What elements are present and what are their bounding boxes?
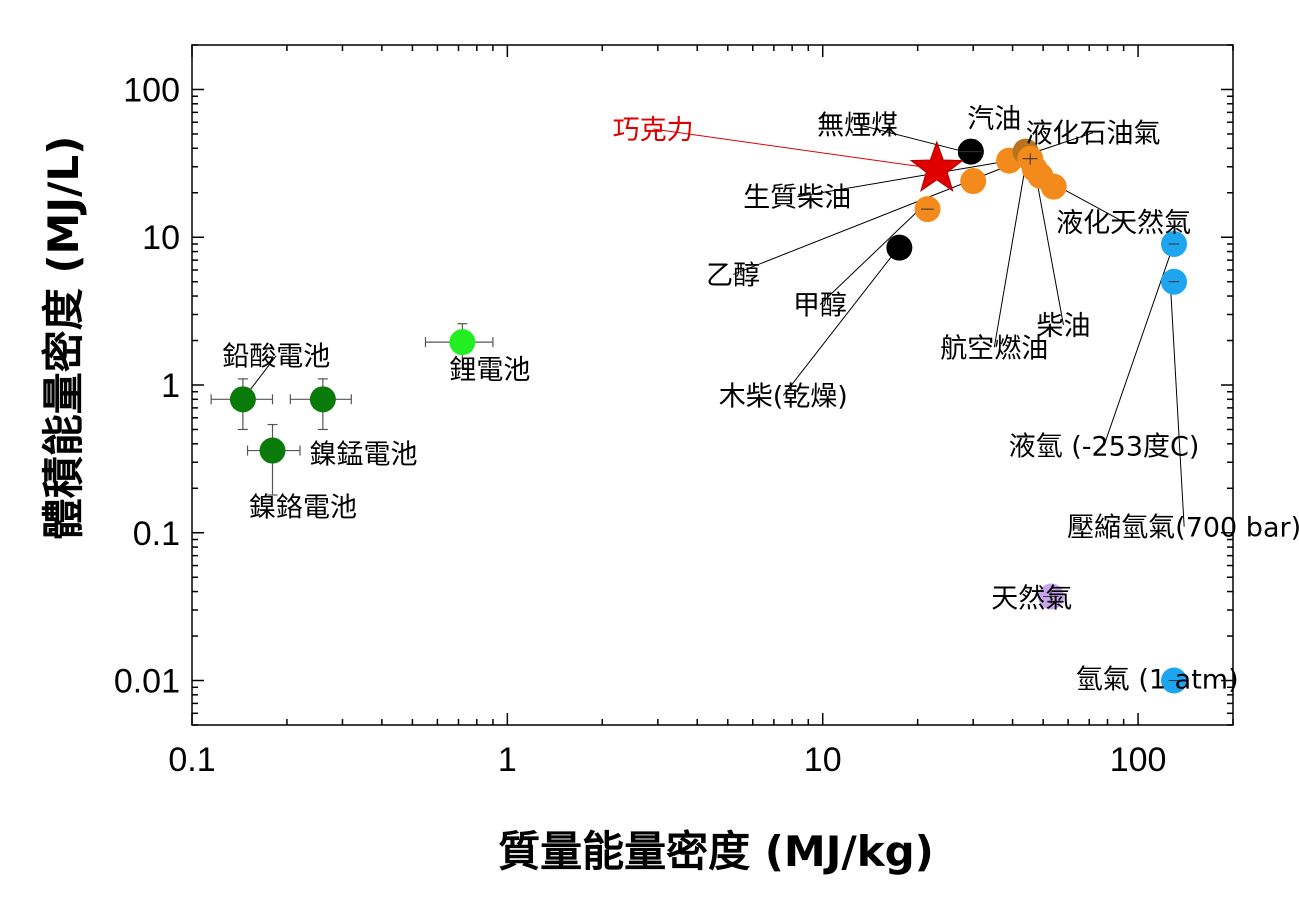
annotation-label: 木柴(乾燥) bbox=[719, 381, 848, 412]
y-axis-title: 體積能量密度 (MJ/L) bbox=[39, 136, 88, 541]
annotation-label: 航空燃油 bbox=[940, 333, 1048, 364]
annotations: 鉛酸電池 鋰電池鎳錳電池鎳鉻電池 巧克力 無煙煤 汽油液化石油氣生質柴油液化天然氣乙醇甲… bbox=[222, 104, 1299, 696]
data-point-star bbox=[909, 140, 964, 193]
annotation-leader bbox=[782, 251, 896, 396]
annotation-label: 甲醇 bbox=[793, 291, 847, 322]
annotation-leader bbox=[857, 123, 964, 153]
annotation-leaders bbox=[242, 123, 1185, 527]
annotation-leader bbox=[797, 162, 999, 198]
annotation-leader bbox=[1031, 132, 1094, 154]
annotation-leader bbox=[653, 128, 937, 170]
annotation-label: 乙醇 bbox=[706, 260, 760, 291]
annotation-leader bbox=[1170, 291, 1185, 527]
data-point bbox=[229, 386, 256, 413]
axis-titles: 質量能量密度 (MJ/kg) 體積能量密度 (MJ/L) bbox=[39, 136, 934, 876]
annotation-label: 液化石油氣 bbox=[1026, 119, 1161, 150]
annotation-label: 無煙煤 bbox=[817, 110, 898, 141]
annotation-label: 鋰電池 bbox=[449, 355, 530, 386]
annotation-label: 壓縮氫氣(700 bar) bbox=[1067, 513, 1299, 544]
annotation-label: 汽油 bbox=[967, 104, 1021, 135]
data-point bbox=[449, 329, 476, 356]
data-point bbox=[259, 437, 286, 464]
annotation-label: 鎳鉻電池 bbox=[249, 493, 357, 524]
y-tick-label: 100 bbox=[123, 71, 180, 109]
x-tick-label: 100 bbox=[1110, 741, 1167, 779]
annotation-label: 生質柴油 bbox=[743, 183, 851, 214]
annotation-label: 氫氣 (1 atm) bbox=[1076, 665, 1239, 696]
y-tick-label: 0.01 bbox=[114, 663, 180, 701]
annotation-leader bbox=[732, 166, 1006, 275]
x-tick-label: 0.1 bbox=[168, 741, 215, 779]
x-tick-label: 10 bbox=[804, 741, 842, 779]
x-tick-label: 1 bbox=[498, 741, 517, 779]
annotation-label: 天然氣 bbox=[991, 583, 1072, 614]
x-axis-title: 質量能量密度 (MJ/kg) bbox=[498, 827, 934, 876]
data-point bbox=[1040, 173, 1067, 200]
annotation-leader bbox=[1058, 186, 1124, 223]
data-point bbox=[960, 168, 987, 195]
annotation-leader bbox=[819, 210, 918, 305]
axis-ticks: 0.1 1 10 100 0.01 0.1 1 10 100 bbox=[114, 44, 1234, 779]
annotation-label: 柴油 bbox=[1036, 311, 1090, 342]
data-point bbox=[886, 234, 913, 261]
annotation-label: 鎳錳電池 bbox=[310, 439, 418, 470]
annotation-leader bbox=[993, 164, 1027, 348]
annotation-leader bbox=[1034, 168, 1064, 326]
y-tick-label: 10 bbox=[142, 219, 180, 257]
annotation-label: 液化天然氣 bbox=[1056, 208, 1191, 239]
annotation-label: 鉛酸電池 bbox=[222, 342, 330, 373]
annotation-label: 液氫 (-253度C) bbox=[1009, 431, 1200, 462]
data-point bbox=[309, 386, 336, 413]
data-points bbox=[229, 138, 1188, 694]
annotation-leader bbox=[1103, 255, 1171, 446]
y-tick-label: 1 bbox=[161, 367, 180, 405]
annotation-label: 巧克力 bbox=[613, 115, 694, 146]
y-tick-label: 0.1 bbox=[133, 515, 180, 553]
